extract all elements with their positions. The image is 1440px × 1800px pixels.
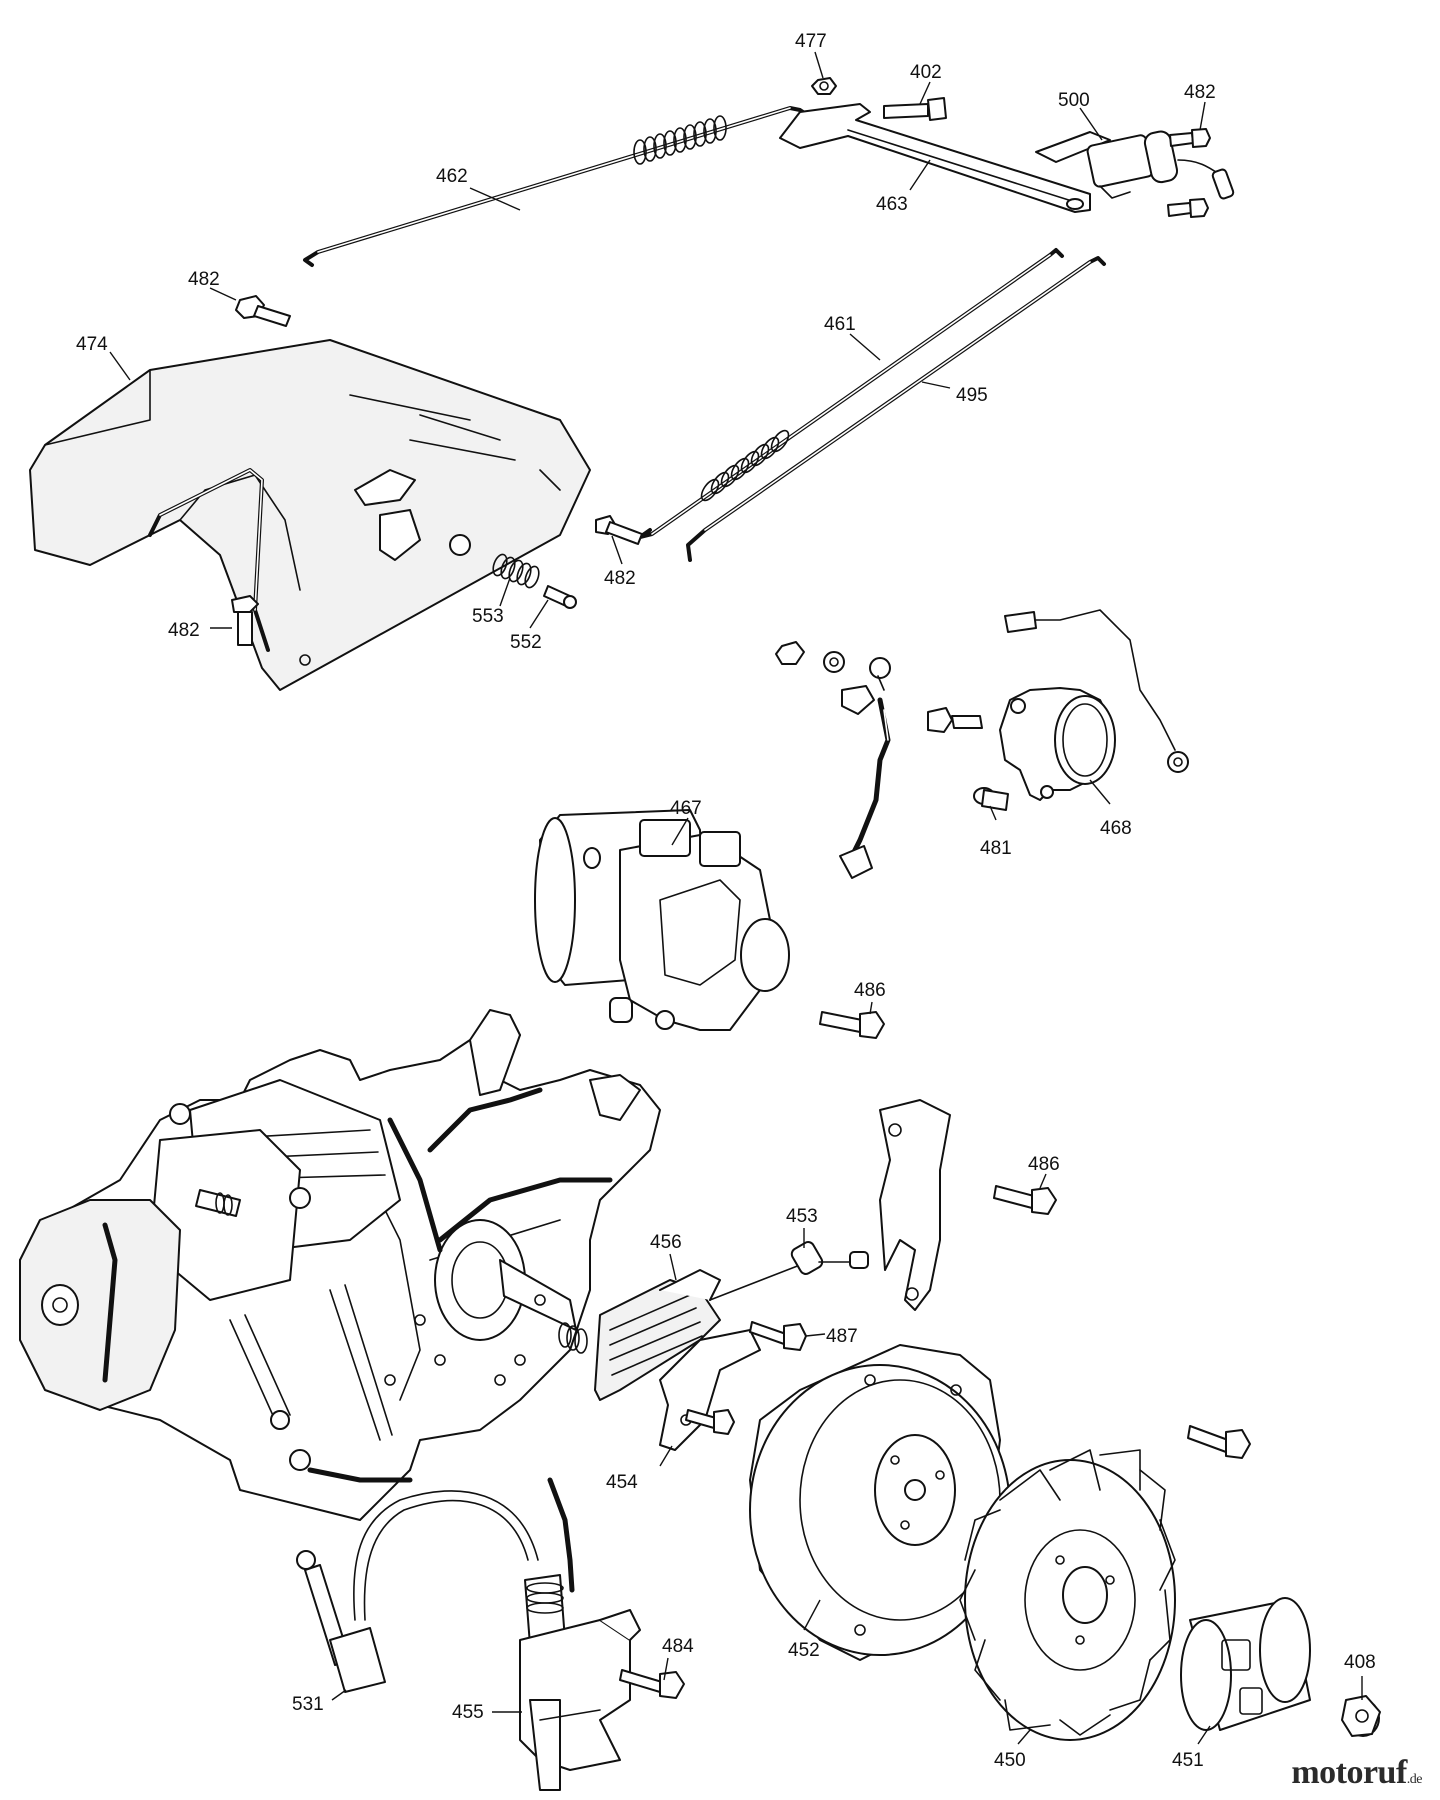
callout-487: 487: [826, 1326, 858, 1347]
part-484-bolt: [619, 1669, 685, 1699]
part-482-screw-mid: [595, 515, 643, 545]
part-451-starter-cup: [1180, 1597, 1311, 1731]
part-463-bracket: [779, 103, 1091, 213]
part-495-rod: [686, 256, 1106, 562]
part-467-starter-motor: [534, 809, 790, 1031]
callout-453: 453: [786, 1206, 818, 1227]
callout-482-mid: 482: [604, 568, 636, 589]
part-453-grommet: [790, 1241, 869, 1275]
leader-lines: [109, 51, 1363, 1745]
part-462-rod-spring: [303, 106, 808, 267]
part-482-screw-lower: [1167, 198, 1209, 218]
part-468-starter-solenoid: [927, 609, 1189, 801]
callout-402: 402: [910, 62, 942, 83]
callout-450: 450: [994, 1750, 1026, 1771]
part-487-bolt: [749, 1321, 807, 1351]
callout-481: 481: [980, 838, 1012, 859]
engine-block: [19, 1009, 661, 1521]
part-455-ignition-coil: [519, 1477, 641, 1791]
callout-456: 456: [650, 1232, 682, 1253]
callout-462: 462: [436, 166, 468, 187]
part-461-rod: [638, 248, 1064, 539]
part-477-nut: [811, 77, 837, 95]
callout-482-top: 482: [1184, 82, 1216, 103]
part-402-bolt: [883, 97, 947, 121]
brand-watermark: motoruf.de: [1291, 1754, 1422, 1792]
callout-553: 553: [472, 606, 504, 627]
callout-477: 477: [795, 31, 827, 52]
part-553-spring: [492, 553, 540, 589]
ignition-coil-cover: [879, 1099, 951, 1311]
callout-482-left: 482: [168, 620, 200, 641]
callout-454: 454: [606, 1472, 638, 1493]
callout-495: 495: [956, 385, 988, 406]
callout-468: 468: [1100, 818, 1132, 839]
part-500-solenoid: [1035, 130, 1235, 200]
callout-500: 500: [1058, 90, 1090, 111]
callout-463: 463: [876, 194, 908, 215]
callout-461: 461: [824, 314, 856, 335]
callout-531: 531: [292, 1694, 324, 1715]
part-487-bolt-lower: [685, 1409, 735, 1435]
callout-451: 451: [1172, 1750, 1204, 1771]
part-482-screw-left: [231, 595, 259, 646]
part-486-bolt-lower: [993, 1185, 1057, 1215]
callout-486-upper: 486: [854, 980, 886, 1001]
callout-486-lower: 486: [1028, 1154, 1060, 1175]
callout-452: 452: [788, 1640, 820, 1661]
part-408-flywheel-nut: [1341, 1695, 1381, 1737]
fan-bolt: [1187, 1425, 1251, 1459]
callout-474: 474: [76, 334, 108, 355]
part-482-screw-upper-left: [235, 295, 291, 327]
part-452-flywheel: [749, 1344, 1011, 1661]
part-531-spark-plug-boot: [296, 1490, 539, 1693]
part-486-bolt-upper: [819, 1011, 885, 1039]
callout-482-upper-left: 482: [188, 269, 220, 290]
callout-455: 455: [452, 1702, 484, 1723]
part-450-fan: [959, 1449, 1176, 1741]
brand-suffix: .de: [1406, 1772, 1423, 1787]
callout-484: 484: [662, 1636, 694, 1657]
callout-408: 408: [1344, 1652, 1376, 1673]
brand-name: motoruf: [1291, 1754, 1407, 1791]
callout-467: 467: [670, 798, 702, 819]
callout-552: 552: [510, 632, 542, 653]
part-552-screw: [543, 585, 577, 609]
solenoid-cable: [775, 641, 891, 879]
part-481-screw: [973, 787, 1009, 811]
part-482-screw-top: [1169, 128, 1211, 148]
part-474-panel: [29, 339, 591, 691]
part-456-rectifier: [594, 1264, 801, 1401]
callout-labels: 477 402 500 482 462 463 482 474 461 495 …: [76, 31, 1376, 1771]
